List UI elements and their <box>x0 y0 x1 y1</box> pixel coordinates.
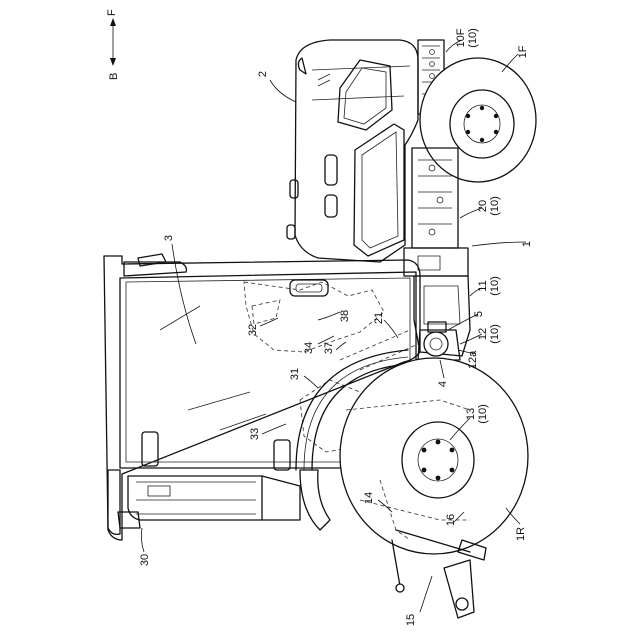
ref-15: 15 <box>405 614 417 626</box>
rear-wheel <box>340 358 528 554</box>
ref-10F: 10F <box>455 28 467 47</box>
engine-frame <box>404 148 468 276</box>
ref-2: 2 <box>257 71 269 77</box>
ref-33: 33 <box>249 428 261 440</box>
ref-16: 16 <box>445 514 457 526</box>
ref-21: 21 <box>373 312 385 324</box>
front-wheel <box>420 58 536 182</box>
ref-38: 38 <box>339 310 351 322</box>
ref-1F: 1F <box>517 45 529 58</box>
ref-12: 12 <box>477 328 489 340</box>
ref-20-sub: (10) <box>489 196 501 216</box>
ref-13-sub: (10) <box>477 404 489 424</box>
ref-11-sub: (10) <box>489 276 501 296</box>
ref-13: 13 <box>465 408 477 420</box>
orientation-indicator: F B <box>106 9 120 80</box>
ref-4: 4 <box>437 381 449 387</box>
ref-12-sub: (10) <box>489 324 501 344</box>
step-assembly <box>118 470 330 530</box>
ref-32: 32 <box>247 324 259 336</box>
ref-34: 34 <box>303 342 315 354</box>
ref-10F-sub: (10) <box>467 28 479 48</box>
ref-12a: 12a <box>467 350 479 369</box>
front-direction-label: F <box>106 9 118 16</box>
ref-1: 1 <box>521 241 533 247</box>
ref-20: 20 <box>477 200 489 212</box>
ref-1R: 1R <box>515 527 527 541</box>
rear-axle-housing <box>418 322 460 360</box>
ref-11: 11 <box>477 280 489 291</box>
hood-bonnet <box>287 40 418 262</box>
ref-14: 14 <box>363 492 375 504</box>
ref-37: 37 <box>323 342 335 354</box>
ref-31: 31 <box>289 368 301 380</box>
ref-5: 5 <box>473 311 485 317</box>
ref-30: 30 <box>139 554 151 566</box>
back-direction-label: B <box>108 73 120 80</box>
ref-3: 3 <box>163 235 175 241</box>
